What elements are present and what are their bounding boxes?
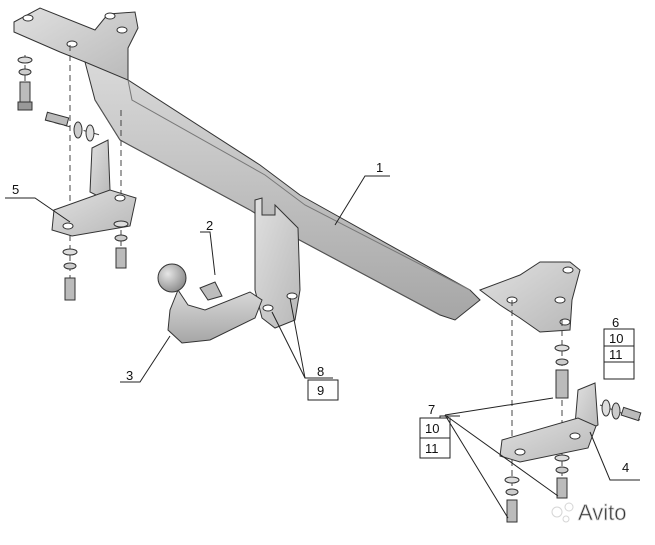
main-crossbeam: [84, 61, 481, 321]
watermark-text: Avito: [578, 500, 627, 525]
right-mounting-bracket: [478, 261, 581, 333]
callout-6: 6: [612, 315, 619, 330]
bolt-hole: [554, 296, 566, 304]
bolt-hole: [116, 26, 128, 34]
callout-11-left: 11: [425, 441, 439, 456]
callout-labels: 1 2 3 4 5 6 10 11 8 9 7 10 11: [12, 160, 635, 475]
avito-watermark: Avito: [551, 500, 627, 525]
bolt-hole: [66, 40, 78, 48]
callout-stack-7-10-11: 7 10 11: [419, 402, 451, 459]
callout-4: 4: [622, 460, 629, 475]
callout-stack-6-10-11: 6 10 11: [603, 315, 635, 380]
callout-3: 3: [126, 368, 133, 383]
callout-stack-8-9: 8 9: [307, 364, 339, 401]
right-fastener-set: [499, 300, 642, 523]
ball-mount-bracket: [254, 197, 301, 329]
left-mounting-bracket: [13, 7, 139, 83]
watermark-logo-icon: [551, 506, 563, 518]
callout-1: 1: [376, 160, 383, 175]
callout-7: 7: [428, 402, 435, 417]
bolt-hole: [22, 14, 34, 22]
bolt-hole: [562, 266, 574, 274]
callout-9: 9: [317, 383, 324, 398]
tow-hook-arm: [157, 263, 263, 344]
callout-11-right: 11: [609, 347, 623, 362]
leader-lines: [5, 175, 640, 519]
tow-ball: [157, 263, 187, 293]
callout-10-right: 10: [609, 331, 623, 346]
callout-2: 2: [206, 218, 213, 233]
left-fastener-set: [17, 45, 137, 301]
callout-5: 5: [12, 182, 19, 197]
callout-8: 8: [317, 364, 324, 379]
bolt-hole: [104, 12, 116, 20]
callout-10-left: 10: [425, 421, 439, 436]
